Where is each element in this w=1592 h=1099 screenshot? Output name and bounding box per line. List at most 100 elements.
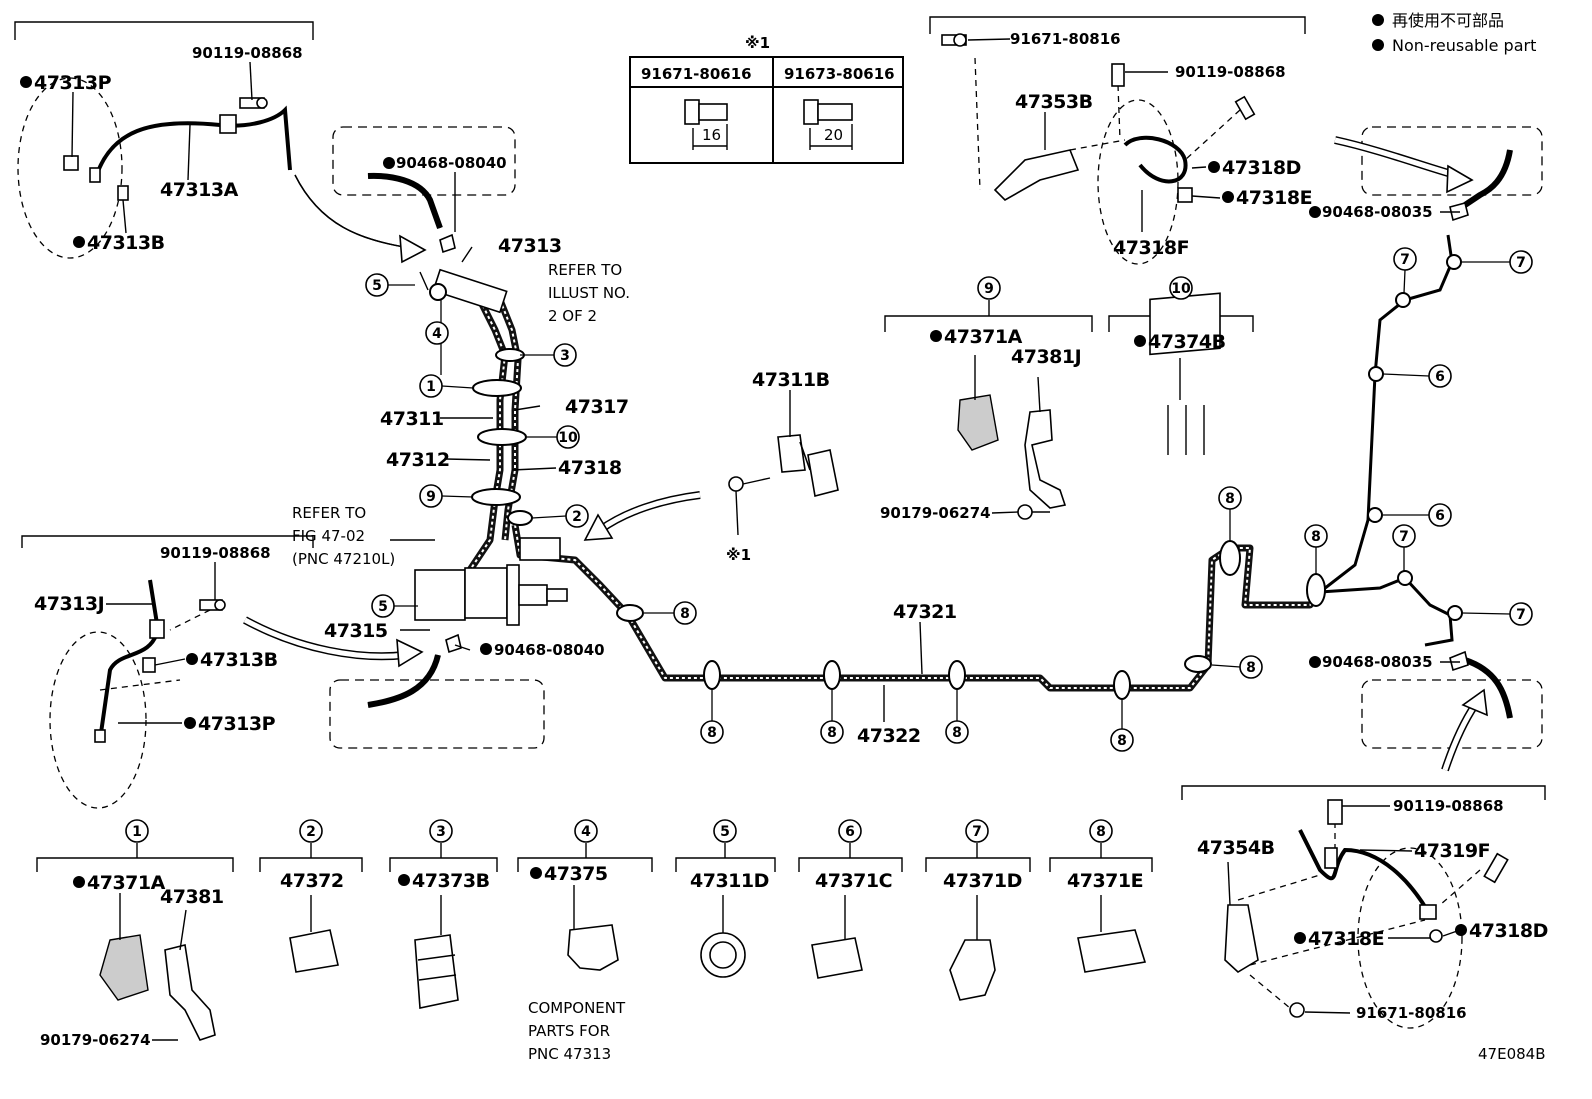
- callout-circle-icon: [371, 594, 395, 618]
- callout-number[interactable]: 6: [845, 824, 855, 840]
- label-90119-b[interactable]: 90119-08868: [160, 544, 271, 562]
- callout-number[interactable]: 7: [1516, 607, 1526, 623]
- label-47322[interactable]: 47322: [857, 725, 921, 747]
- note-refer-illust-1: REFER TO: [548, 261, 622, 279]
- callout-number[interactable]: 8: [1225, 491, 1235, 507]
- leader-lines: [71, 38, 1461, 1041]
- label-47312[interactable]: 47312: [386, 449, 450, 471]
- callout-number[interactable]: 9: [426, 489, 436, 505]
- note-refer-fig-3: (PNC 47210L): [292, 550, 395, 568]
- callout-number[interactable]: 4: [432, 326, 442, 342]
- callout-number[interactable]: 10: [558, 430, 578, 446]
- callout-circle-icon: [556, 425, 580, 449]
- label-47371C[interactable]: 47371C: [815, 870, 893, 892]
- label-47353B[interactable]: 47353B: [1015, 91, 1093, 113]
- label-47319F[interactable]: 47319F: [1414, 840, 1491, 862]
- label-47318E-a[interactable]: 47318E: [1236, 187, 1313, 209]
- label-90468-08040-a[interactable]: 90468-08040: [396, 154, 507, 172]
- callout-number[interactable]: 4: [581, 824, 591, 840]
- callout-number[interactable]: 8: [707, 725, 717, 741]
- callout-number[interactable]: 10: [1171, 281, 1191, 297]
- label-91671-80816-a[interactable]: 91671-80816: [1010, 30, 1121, 48]
- callout-circle-icon: [125, 819, 149, 843]
- label-47321[interactable]: 47321: [893, 601, 957, 623]
- callout-number[interactable]: 5: [378, 599, 388, 615]
- callout-number[interactable]: 1: [132, 824, 142, 840]
- callout-number[interactable]: 6: [1435, 508, 1445, 524]
- wheel-circles: [17, 77, 1463, 1029]
- callout-number[interactable]: 5: [372, 278, 382, 294]
- callout-number[interactable]: 6: [1435, 369, 1445, 385]
- table-dim2: 20: [824, 126, 843, 144]
- label-47313P-b[interactable]: 47313P: [198, 713, 276, 735]
- label-47318D-b[interactable]: 47318D: [1469, 920, 1548, 942]
- label-47313[interactable]: 47313: [498, 235, 562, 257]
- label-90468-08035-b[interactable]: 90468-08035: [1322, 653, 1433, 671]
- callout-number[interactable]: 7: [1399, 529, 1409, 545]
- callout-number[interactable]: 7: [972, 824, 982, 840]
- callout-circle-icon: [945, 720, 969, 744]
- callout-number[interactable]: 3: [436, 824, 446, 840]
- label-47373B[interactable]: 47373B: [412, 870, 490, 892]
- detail-box-hose-lower: [329, 679, 545, 749]
- callout-number[interactable]: 8: [680, 606, 690, 622]
- label-47313P-a[interactable]: 47313P: [34, 72, 112, 94]
- callout-leader-line: [441, 495, 474, 498]
- label-47354B[interactable]: 47354B: [1197, 837, 1275, 859]
- label-47313A[interactable]: 47313A: [160, 179, 239, 201]
- label-47372[interactable]: 47372: [280, 870, 344, 892]
- label-91671-80816-b[interactable]: 91671-80816: [1356, 1004, 1467, 1022]
- callout-number[interactable]: 8: [1096, 824, 1106, 840]
- label-47371D[interactable]: 47371D: [943, 870, 1022, 892]
- part-labels: 47313P 90119-08868 47313A 47313B 90468-0…: [20, 30, 1548, 1063]
- figure-code: 47E084B: [1478, 1045, 1546, 1063]
- label-47381[interactable]: 47381: [160, 886, 224, 908]
- label-47317[interactable]: 47317: [565, 396, 629, 418]
- label-90119-d[interactable]: 90119-08868: [1393, 797, 1504, 815]
- note-refer-fig-2: FIG 47-02: [292, 527, 365, 545]
- actuator-block: [414, 537, 568, 626]
- callout-number[interactable]: 8: [827, 725, 837, 741]
- label-47313B-b[interactable]: 47313B: [200, 649, 278, 671]
- callout-circle-icon: [1304, 524, 1328, 548]
- label-47318F[interactable]: 47318F: [1113, 237, 1190, 259]
- note-component-1: COMPONENT: [528, 999, 626, 1017]
- label-47375[interactable]: 47375: [544, 863, 608, 885]
- label-90119-c[interactable]: 90119-08868: [1175, 63, 1286, 81]
- callout-number[interactable]: 8: [1246, 660, 1256, 676]
- callout-number[interactable]: 1: [426, 379, 436, 395]
- label-47311D[interactable]: 47311D: [690, 870, 769, 892]
- label-47313J[interactable]: 47313J: [34, 593, 105, 615]
- callout-number[interactable]: 8: [1117, 733, 1127, 749]
- label-47318[interactable]: 47318: [558, 457, 622, 479]
- label-47318E-b[interactable]: 47318E: [1308, 928, 1385, 950]
- callout-number[interactable]: 8: [1311, 529, 1321, 545]
- callout-number[interactable]: 2: [306, 824, 316, 840]
- callout-number[interactable]: 2: [572, 509, 582, 525]
- label-90119-a[interactable]: 90119-08868: [192, 44, 303, 62]
- label-90179-a[interactable]: 90179-06274: [880, 504, 991, 522]
- label-90468-08040-b[interactable]: 90468-08040: [494, 641, 605, 659]
- label-47318D-a[interactable]: 47318D: [1222, 157, 1301, 179]
- callout-number[interactable]: 7: [1400, 252, 1410, 268]
- label-47371E[interactable]: 47371E: [1067, 870, 1144, 892]
- label-90468-08035-a[interactable]: 90468-08035: [1322, 203, 1433, 221]
- callout-number[interactable]: 7: [1516, 255, 1526, 271]
- label-47374B[interactable]: 47374B: [1148, 331, 1226, 353]
- callout-circle-icon: [553, 343, 577, 367]
- detail-box-hose-right-upper: [1361, 126, 1543, 196]
- label-47315[interactable]: 47315: [324, 620, 388, 642]
- callout-number[interactable]: 8: [952, 725, 962, 741]
- label-47313B-a[interactable]: 47313B: [87, 232, 165, 254]
- callout-number[interactable]: 5: [720, 824, 730, 840]
- label-47371A-group9[interactable]: 47371A: [944, 326, 1023, 348]
- label-47371A-kit1[interactable]: 47371A: [87, 872, 166, 894]
- callout-number[interactable]: 9: [984, 281, 994, 297]
- label-47311[interactable]: 47311: [380, 408, 444, 430]
- label-47381J[interactable]: 47381J: [1011, 346, 1082, 368]
- table-col1-part: 91671-80616: [641, 65, 752, 83]
- callout-number[interactable]: 3: [560, 348, 570, 364]
- label-47311B[interactable]: 47311B: [752, 369, 830, 391]
- label-90179-kit1[interactable]: 90179-06274: [40, 1031, 151, 1049]
